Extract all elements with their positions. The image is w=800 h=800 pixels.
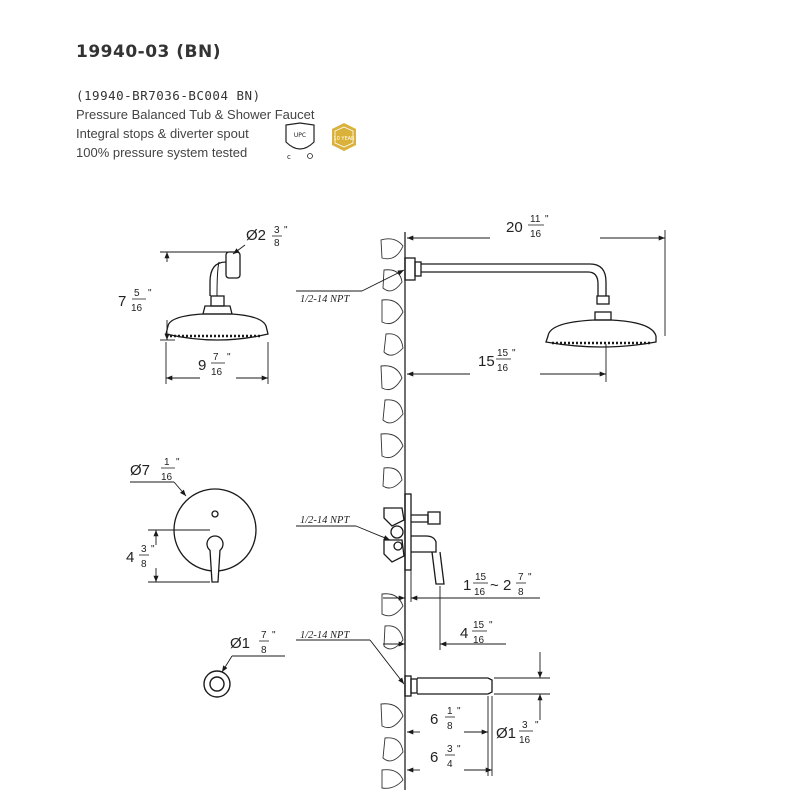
trim-dia-quote: " [176, 457, 180, 468]
description-line-2: Integral stops & diverter spout [76, 126, 249, 141]
valve-depth-a-value: 1 [463, 577, 471, 594]
model-number: 19940-03 (BN) [76, 42, 221, 62]
spout-len-b-quote: " [457, 744, 461, 755]
shower-head-front-view [165, 251, 269, 341]
dim-trim-offset [148, 529, 210, 583]
shower-arm-side-view [404, 257, 657, 348]
ten-year-warranty-icon: 10 YEAR [332, 123, 356, 151]
handle-proj-quote: " [489, 620, 493, 631]
trim-dia-num: 1 [164, 457, 170, 468]
arm-proj-value: 15 [478, 353, 495, 370]
npt-label-mid: 1/2-14 NPT [300, 515, 350, 526]
npt-label-low: 1/2-14 NPT [300, 630, 350, 641]
spout-side-view [404, 675, 493, 697]
spout-dia-front-num: 7 [261, 630, 267, 641]
handle-proj-value: 4 [460, 625, 468, 642]
description-line-1: Pressure Balanced Tub & Shower Faucet [76, 107, 315, 122]
trim-offset-quote: " [151, 544, 155, 555]
trim-offset-num: 3 [141, 544, 147, 555]
trim-dia-value: Ø7 [130, 462, 150, 479]
npt-low-leader [296, 639, 405, 685]
valve-depth-b-den: 8 [518, 587, 524, 598]
dim-arm-dia [232, 244, 246, 255]
arm-proj-num: 15 [497, 348, 509, 359]
spout-dia-front-den: 8 [261, 645, 267, 656]
head-dia-den: 16 [211, 367, 223, 378]
header: 19940-03 (BN) [76, 42, 221, 62]
arm-dia-value: Ø2 [246, 227, 266, 244]
arm-reach-quote: " [545, 214, 549, 225]
spout-front-view [203, 670, 231, 698]
arm-dia-num: 3 [274, 225, 280, 236]
dim-spout-dia-front [221, 655, 285, 673]
head-dia-num: 7 [213, 352, 219, 363]
trim-plate-front-view [173, 488, 257, 583]
dim-arm-reach [407, 230, 666, 336]
spout-len-b-den: 4 [447, 759, 453, 770]
dim-spout-len-b [407, 696, 493, 776]
dim-head-dia [165, 342, 269, 384]
valve-depth-b-value: 2 [503, 577, 511, 594]
arm-proj-den: 16 [497, 363, 509, 374]
spout-len-a-value: 6 [430, 711, 438, 728]
head-height-quote: " [148, 288, 152, 299]
dim-valve-depth [383, 570, 540, 650]
valve-body-side-view [383, 493, 445, 585]
trim-offset-den: 8 [141, 559, 147, 570]
trim-offset-value: 4 [126, 549, 134, 566]
spout-dia-side-quote: " [535, 720, 539, 731]
spout-len-a-den: 8 [447, 721, 453, 732]
dim-trim-dia [130, 481, 187, 497]
valve-depth-b-quote: " [528, 572, 532, 583]
description-line-3: 100% pressure system tested [76, 145, 248, 160]
spout-len-b-num: 3 [447, 744, 453, 755]
spout-dia-side-den: 16 [519, 735, 531, 746]
head-height-value: 7 [118, 293, 126, 310]
cert-text: UPC [294, 132, 306, 139]
valve-depth-a-den: 16 [474, 587, 486, 598]
spout-len-a-num: 1 [447, 706, 453, 717]
handle-proj-num: 15 [473, 620, 485, 631]
arm-dia-quote: " [284, 225, 288, 236]
trim-dia-den: 16 [161, 472, 173, 483]
dim-handle-proj [383, 586, 506, 650]
npt-label-top: 1/2-14 NPT [300, 294, 350, 305]
handle-proj-den: 16 [473, 635, 485, 646]
npt-mid-leader [296, 525, 391, 541]
warranty-text: 10 YEAR [333, 136, 355, 142]
spout-dia-front-value: Ø1 [230, 635, 250, 652]
arm-proj-quote: " [512, 348, 516, 359]
dim-spout-len-a [407, 696, 489, 776]
spout-dia-side-value: Ø1 [496, 725, 516, 742]
head-dia-value: 9 [198, 357, 206, 374]
arm-reach-num: 11 [530, 214, 541, 225]
spout-dia-front-quote: " [272, 630, 276, 641]
valve-depth-sep: ~ [490, 577, 499, 594]
valve-depth-b-num: 7 [518, 572, 524, 583]
dim-spout-dia-side [494, 652, 550, 720]
spout-len-b-value: 6 [430, 749, 438, 766]
arm-dia-den: 8 [274, 238, 280, 249]
head-dia-quote: " [227, 352, 231, 363]
dim-head-height [160, 251, 228, 341]
description-block: (19940-BR7036-BC004 BN) Pressure Balance… [76, 86, 314, 162]
spout-dia-side-num: 3 [522, 720, 528, 731]
model-code: (19940-BR7036-BC004 BN) [76, 88, 261, 103]
valve-depth-a-num: 15 [475, 572, 487, 583]
head-height-num: 5 [134, 288, 140, 299]
arm-reach-value: 20 [506, 219, 523, 236]
dim-arm-proj [407, 344, 607, 382]
spout-len-a-quote: " [457, 706, 461, 717]
head-height-den: 16 [131, 303, 143, 314]
cert-sub: c [287, 153, 291, 161]
upc-cert-icon: UPC c [285, 122, 315, 161]
arm-reach-den: 16 [530, 229, 542, 240]
